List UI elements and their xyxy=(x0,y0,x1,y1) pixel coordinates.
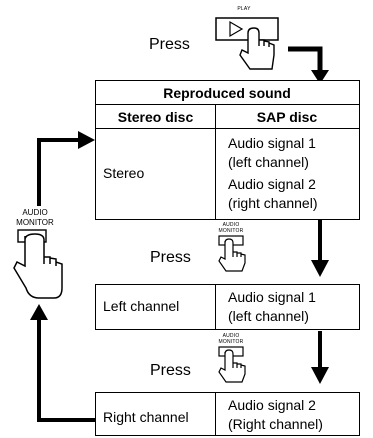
loop-up-head xyxy=(30,304,48,320)
row3-stereo: Right channel xyxy=(103,409,189,425)
audio-monitor-side-group[interactable]: AUDIO MONITOR xyxy=(4,206,68,302)
row1-sap-line4: (right channel) xyxy=(228,195,318,211)
row1-sap-line3: Audio signal 2 xyxy=(228,176,316,192)
row2-sap-line2: (left channel) xyxy=(228,308,309,324)
audio-monitor-side-label-1: AUDIO xyxy=(22,208,48,217)
loop-line-top xyxy=(37,138,80,206)
table-title: Reproduced sound xyxy=(163,85,291,101)
audio-monitor-button-2[interactable]: AUDIO MONITOR xyxy=(214,222,254,274)
audio-monitor-3-label-2: MONITOR xyxy=(218,339,244,345)
row2-sap-cell: Audio signal 1 (left channel) xyxy=(215,284,360,330)
play-button-group[interactable]: PLAY xyxy=(214,6,288,70)
audio-monitor-2-label-2: MONITOR xyxy=(218,228,244,234)
row3-sap-line1: Audio signal 2 xyxy=(228,397,316,413)
press-label-1: Press xyxy=(149,36,190,53)
row2-sap-line1: Audio signal 1 xyxy=(228,289,316,305)
audio-monitor-hand-icon xyxy=(13,229,63,299)
loop-line-bottom xyxy=(37,318,96,422)
header-stereo: Stereo disc xyxy=(117,109,194,125)
row2-stereo-cell: Left channel xyxy=(95,284,217,330)
press-label-3: Press xyxy=(150,362,191,379)
row1-sap-line2: (left channel) xyxy=(228,154,309,170)
play-arrow-line xyxy=(288,46,323,72)
audio-monitor-hand-icon xyxy=(218,235,246,272)
row1-stereo: Stereo xyxy=(103,165,145,181)
table-title-cell: Reproduced sound xyxy=(95,80,360,106)
play-button-hand-icon xyxy=(215,17,279,70)
audio-monitor-button-3[interactable]: AUDIO MONITOR xyxy=(214,333,254,385)
audio-monitor-side-label-2: MONITOR xyxy=(16,218,54,227)
header-stereo-cell: Stereo disc xyxy=(95,104,217,130)
row3-sap-cell: Audio signal 2 (Right channel) xyxy=(215,392,360,436)
header-sap: SAP disc xyxy=(256,109,318,125)
row1-sap-line1: Audio signal 1 xyxy=(228,135,316,151)
loop-right-head xyxy=(78,131,95,149)
step2-arrow-head xyxy=(311,260,329,277)
row1-sap-cell: Audio signal 1 (left channel) Audio sign… xyxy=(215,128,360,220)
row3-sap-line2: (Right channel) xyxy=(228,416,323,432)
audio-monitor-3-label-1: AUDIO xyxy=(222,333,240,339)
play-arrow-head xyxy=(311,70,329,84)
row3-stereo-cell: Right channel xyxy=(95,392,217,436)
press-label-2: Press xyxy=(150,249,191,266)
audio-monitor-2-label-1: AUDIO xyxy=(222,222,240,228)
row2-stereo: Left channel xyxy=(103,298,180,314)
step3-arrow-head xyxy=(311,367,329,384)
audio-monitor-hand-icon xyxy=(218,346,246,383)
header-sap-cell: SAP disc xyxy=(215,104,360,130)
play-label: PLAY xyxy=(237,6,251,12)
row1-stereo-cell: Stereo xyxy=(95,128,217,220)
